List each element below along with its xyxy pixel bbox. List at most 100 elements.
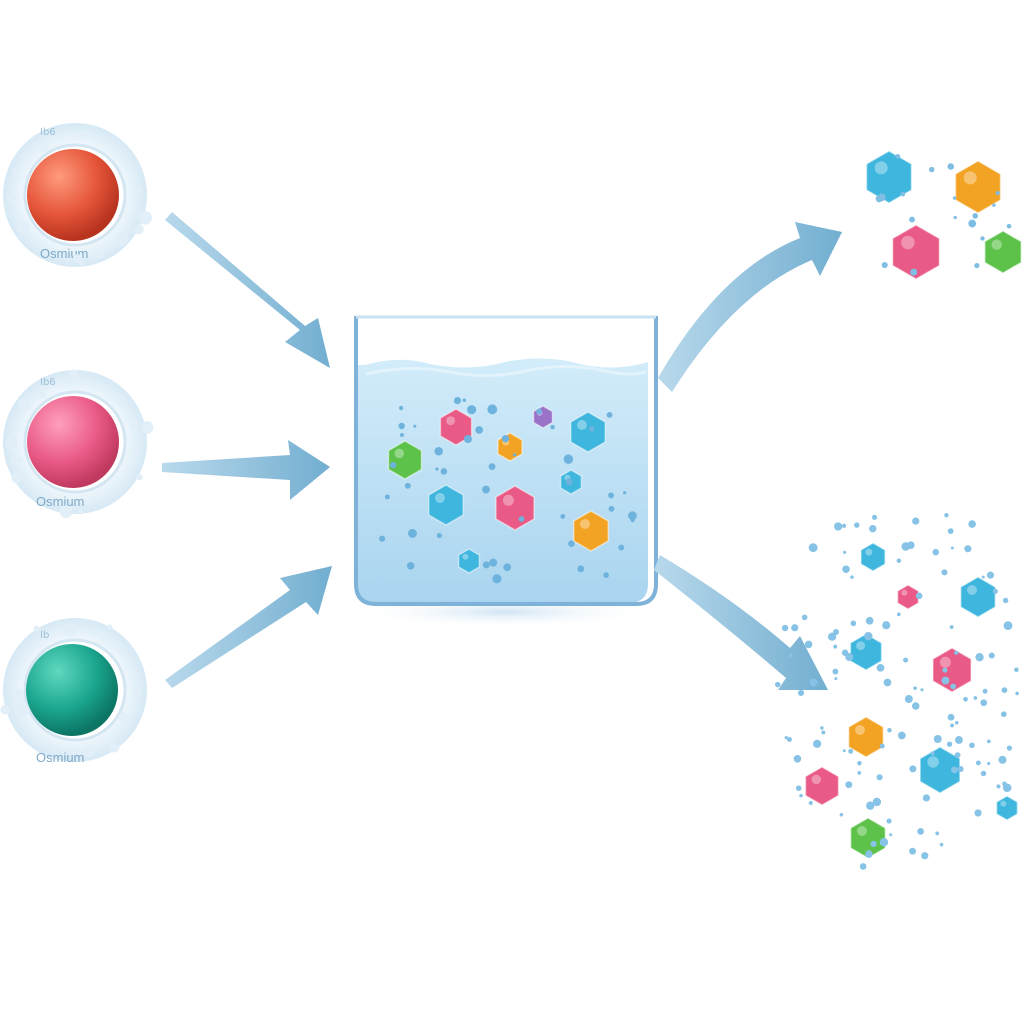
bubble-dot <box>980 236 985 241</box>
bubble-dot <box>832 668 839 675</box>
bubble-dot <box>83 745 95 757</box>
bubble-dot <box>842 565 850 573</box>
bubble-dot <box>975 653 984 662</box>
bubble-dot <box>608 505 615 512</box>
bubble-dot <box>944 513 949 518</box>
particle-highlight <box>394 448 405 459</box>
sphere-icon <box>26 644 118 736</box>
bubble-dot <box>608 492 615 499</box>
bubble-dot <box>946 741 953 747</box>
bubble-dot <box>487 404 498 415</box>
input-sphere-3: Ib Osmium <box>3 618 147 765</box>
bubble-dot <box>512 453 517 457</box>
bubble-dot <box>950 683 957 690</box>
bubble-dot <box>791 624 799 632</box>
bubble-dot <box>842 749 846 753</box>
bubble-dot <box>981 575 985 579</box>
hexagon-particle-icon <box>497 432 523 462</box>
bubble-dot <box>992 588 998 594</box>
bubble-dot <box>503 563 512 572</box>
sphere-tag: Ib6 <box>40 377 56 388</box>
hexagon-particle-icon <box>891 224 941 280</box>
bubble-dot <box>897 731 906 740</box>
bubble-dot <box>973 696 978 700</box>
particle-highlight <box>577 420 587 430</box>
arrow-icon <box>654 555 828 690</box>
bubble-dot <box>384 494 390 500</box>
bubble-dot <box>379 535 386 542</box>
bubble-dot <box>883 678 892 687</box>
bubble-dot <box>0 704 11 715</box>
bubble-dot <box>998 755 1007 764</box>
bubble-dot <box>963 696 968 702</box>
bubble-dot <box>980 699 988 707</box>
bubble-dot <box>413 424 417 428</box>
bubble-dot <box>988 652 995 659</box>
hexagon-particle-icon <box>865 150 913 204</box>
hexagon-particle-icon <box>896 584 920 610</box>
bubble-dot <box>78 508 84 515</box>
bubble-dot <box>440 468 448 475</box>
bubble-dot <box>550 424 555 430</box>
bubble-dot <box>947 528 954 535</box>
bubble-dot <box>920 688 924 692</box>
particle-highlight <box>462 553 469 560</box>
bubble-dot <box>12 695 25 708</box>
bubble-dot <box>947 163 955 170</box>
bubble-dot <box>63 623 77 637</box>
arrow-icon <box>162 440 330 500</box>
bubble-dot <box>909 216 915 223</box>
bubble-dot <box>489 558 498 567</box>
bubble-dot <box>895 153 901 159</box>
bubble-dot <box>974 262 980 269</box>
bubble-dot <box>808 800 813 805</box>
bubble-dot <box>93 249 104 259</box>
bubble-dot <box>475 426 483 434</box>
bubble-dot <box>1000 711 1007 718</box>
bubble-dot <box>876 663 885 672</box>
bubble-dot <box>974 809 982 817</box>
particle-highlight <box>857 826 867 836</box>
bubble-dot <box>954 720 959 725</box>
bubble-dot <box>120 651 126 656</box>
bubble-dot <box>518 516 525 522</box>
bubble-dot <box>878 193 886 202</box>
bubble-dot <box>845 781 853 789</box>
particle-highlight <box>502 494 514 506</box>
halo-bubbles <box>0 129 154 757</box>
bubble-dot <box>114 232 129 246</box>
bubble-dot <box>6 196 12 202</box>
bubble-dot <box>436 533 442 539</box>
bubble-dot <box>781 624 789 632</box>
bubble-dot <box>623 491 627 495</box>
particle-highlight <box>967 585 977 595</box>
bubble-dot <box>1002 783 1012 793</box>
bubble-dot <box>941 569 948 576</box>
dispersed-cluster-small <box>865 150 1022 280</box>
bubble-dot <box>954 752 961 759</box>
bubble-dot <box>108 741 120 753</box>
bubble-dot <box>129 420 139 430</box>
bubble-dot <box>872 797 882 807</box>
bubble-dot <box>390 461 397 469</box>
bubble-dot <box>911 702 920 710</box>
bubble-dot <box>809 678 818 687</box>
bubble-dot <box>589 426 595 432</box>
bubble-dot <box>398 422 405 430</box>
bubble-dot <box>929 166 935 173</box>
bubble-dot <box>949 625 954 629</box>
hexagon-particle-icon <box>427 484 465 526</box>
particle-highlight <box>963 171 977 185</box>
input-sphere-2: Ib6 Osmium <box>3 370 147 514</box>
bubble-dot <box>38 391 46 398</box>
bubble-dot <box>1006 745 1013 751</box>
hexagon-particle-icon <box>572 510 610 552</box>
bubble-dot <box>18 398 31 410</box>
bubble-dot <box>887 727 892 733</box>
bubble-dot <box>932 548 939 556</box>
bubble-dot <box>869 524 877 533</box>
bubble-dot <box>896 612 901 617</box>
hexagon-particle-icon <box>995 795 1019 821</box>
bubble-dot <box>842 523 847 528</box>
bubble-dot <box>462 398 467 402</box>
